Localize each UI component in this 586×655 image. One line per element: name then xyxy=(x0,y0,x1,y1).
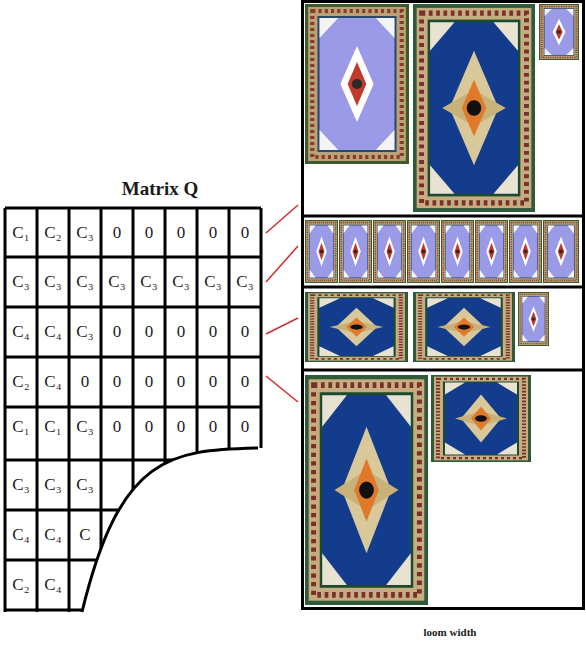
matrix-cell: C₄ xyxy=(39,309,67,355)
matrix-cell: 0 xyxy=(199,359,227,405)
matrix-cell: C₄ xyxy=(39,512,67,558)
axis-label: loom width xyxy=(395,622,505,642)
matrix-cell: 0 xyxy=(167,309,195,355)
matrix-cell: C₃ xyxy=(7,462,35,508)
matrix-cell: C₃ xyxy=(71,259,99,305)
matrix-cell: 0 xyxy=(199,409,227,445)
matrix-cell: C₃ xyxy=(71,409,99,445)
matrix-cell: 0 xyxy=(167,210,195,256)
matrix-cell: C₃ xyxy=(71,462,99,508)
matrix-cell: 0 xyxy=(167,359,195,405)
matrix-cell: C₂ xyxy=(7,562,35,608)
matrix-cell: C₂ xyxy=(39,210,67,256)
matrix-cell: C₁ xyxy=(7,210,35,256)
matrix-cell: C₄ xyxy=(7,512,35,558)
matrix-cell: C₃ xyxy=(199,259,227,305)
matrix-cell: C₃ xyxy=(135,259,163,305)
matrix-cell: 0 xyxy=(231,309,259,355)
matrix-cell: 0 xyxy=(231,409,259,445)
matrix-cell: 0 xyxy=(135,210,163,256)
matrix-cell: 0 xyxy=(103,210,131,256)
matrix-cell: 0 xyxy=(167,409,195,445)
matrix-cell: 0 xyxy=(231,210,259,256)
matrix-cell: C₃ xyxy=(39,462,67,508)
leader-lines xyxy=(266,205,298,402)
matrix-cell: C₃ xyxy=(103,259,131,305)
matrix-grid xyxy=(5,208,261,612)
matrix-cell: 0 xyxy=(103,359,131,405)
matrix-cell: C₃ xyxy=(71,210,99,256)
matrix-cell: 0 xyxy=(103,309,131,355)
matrix-cell: 0 xyxy=(135,359,163,405)
matrix-cell: C₁ xyxy=(39,409,67,445)
matrix-cell: C xyxy=(71,512,99,558)
matrix-cell: 0 xyxy=(199,210,227,256)
matrix-cell: 0 xyxy=(231,359,259,405)
matrix-cell: C₄ xyxy=(39,359,67,405)
boundary-curve xyxy=(82,448,258,612)
matrix-cell: C₄ xyxy=(7,309,35,355)
matrix-cell: C₃ xyxy=(39,259,67,305)
matrix-cell: C₄ xyxy=(39,562,67,608)
matrix-cell: 0 xyxy=(71,359,99,405)
loom-layout xyxy=(302,2,584,609)
matrix-cell: C₁ xyxy=(7,409,35,445)
matrix-cell: 0 xyxy=(135,409,163,445)
matrix-title: Matrix Q xyxy=(95,176,225,202)
matrix-cell: 0 xyxy=(103,409,131,445)
matrix-cell: C₂ xyxy=(7,359,35,405)
matrix-cell: 0 xyxy=(199,309,227,355)
matrix-cell: C₃ xyxy=(231,259,259,305)
matrix-cell: C₃ xyxy=(7,259,35,305)
matrix-cell: 0 xyxy=(135,309,163,355)
matrix-cell: C₃ xyxy=(167,259,195,305)
matrix-cell: C₃ xyxy=(71,309,99,355)
